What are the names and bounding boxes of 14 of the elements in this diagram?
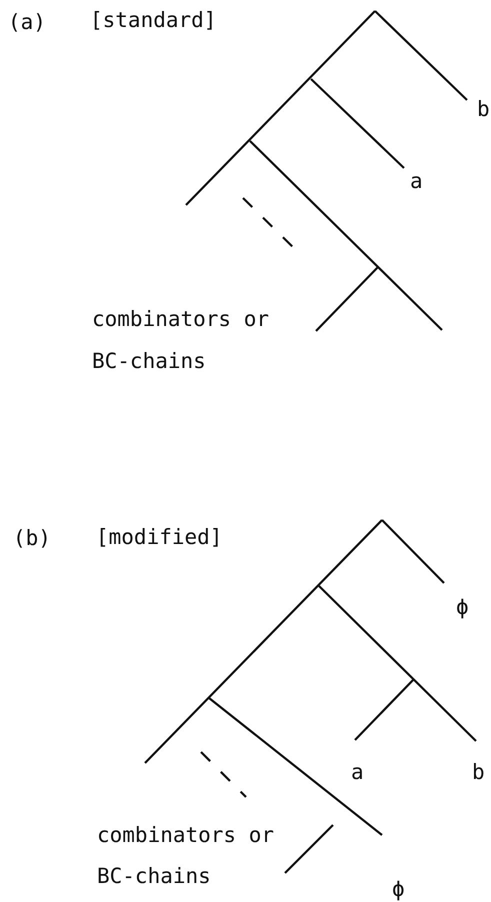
note-text: BC-chains	[92, 351, 206, 372]
note-text: combinators or	[92, 309, 270, 330]
note-text: combinators or	[97, 825, 274, 846]
leaf-label: b	[472, 762, 485, 783]
leaf-label: b	[477, 99, 490, 120]
leaf-label: a	[351, 762, 364, 783]
tree-type-label: [standard]	[90, 10, 216, 31]
leaf-label: a	[410, 171, 423, 192]
note-text: BC-chains	[97, 866, 211, 887]
panel-label: (b)	[13, 528, 51, 549]
leaf-label: ϕ	[392, 879, 405, 900]
tree-type-label: [modified]	[96, 527, 222, 548]
leaf-label: ϕ	[456, 597, 469, 618]
panel-label: (a)	[8, 12, 46, 33]
